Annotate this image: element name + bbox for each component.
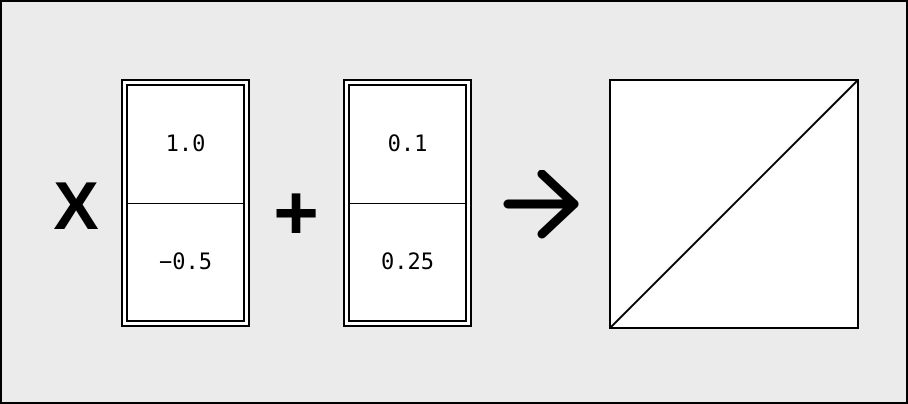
arrow-head xyxy=(537,170,579,239)
result-diagonal xyxy=(609,79,859,329)
vector-a: 1.0 −0.5 xyxy=(121,79,250,327)
vector-b-entry-0: 0.1 xyxy=(350,86,465,204)
multiply-operator: X xyxy=(53,168,99,244)
vector-a-entry-0: 1.0 xyxy=(128,86,243,204)
vector-b: 0.1 0.25 xyxy=(343,79,472,327)
vector-b-inner: 0.1 0.25 xyxy=(348,84,467,322)
vector-a-inner: 1.0 −0.5 xyxy=(126,84,245,322)
arrow-right-icon xyxy=(503,170,579,239)
diagonal-square-icon xyxy=(609,79,859,329)
add-operator: + xyxy=(273,168,319,256)
vector-a-entry-1: −0.5 xyxy=(128,203,243,321)
vector-b-entry-1: 0.25 xyxy=(350,203,465,321)
